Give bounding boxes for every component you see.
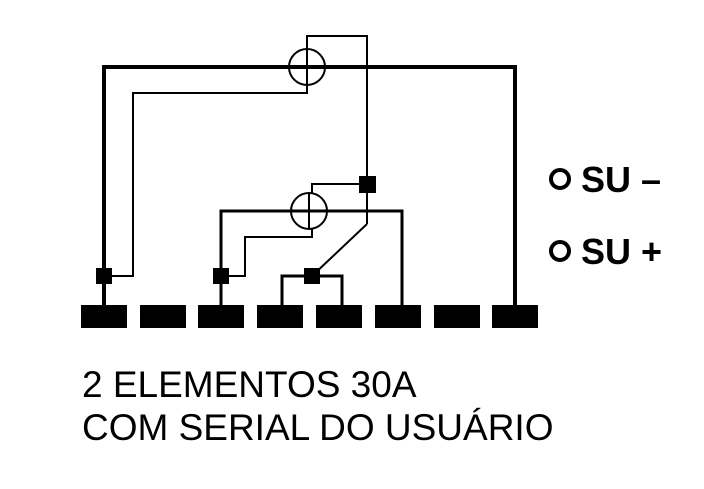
- terminal-block: [492, 305, 538, 328]
- junction-upper: [359, 176, 376, 193]
- junction-pin3: [213, 268, 229, 284]
- serial-link-wire-lower: [221, 223, 313, 277]
- junction-pin1: [96, 268, 112, 284]
- su-minus-text: SU –: [581, 159, 662, 200]
- diagonal-wire-2: [311, 223, 368, 277]
- terminal-block: [198, 305, 244, 328]
- crossover-lower-icon: [290, 192, 328, 230]
- caption-line-2: COM SERIAL DO USUÁRIO: [82, 407, 554, 448]
- terminal-ring-icon: [549, 168, 571, 191]
- serial-link-wire: [311, 183, 367, 195]
- crossover-upper-icon: [288, 48, 326, 86]
- su-plus-text: SU +: [581, 231, 663, 272]
- junction-bridge: [304, 268, 320, 284]
- serial-loop-wire-upper: [306, 35, 368, 184]
- terminal-ring-icon: [549, 240, 571, 263]
- terminal-strip: [81, 305, 538, 328]
- serial-loop-wire: [104, 81, 308, 277]
- terminal-block: [257, 305, 303, 328]
- su-minus-label: SU –: [549, 162, 661, 198]
- su-plus-label: SU +: [549, 234, 662, 270]
- terminal-block: [81, 305, 127, 328]
- terminal-block: [140, 305, 186, 328]
- terminal-block: [316, 305, 362, 328]
- terminal-block: [434, 305, 480, 328]
- caption-line-1: 2 ELEMENTOS 30A: [82, 364, 417, 405]
- terminal-block: [375, 305, 421, 328]
